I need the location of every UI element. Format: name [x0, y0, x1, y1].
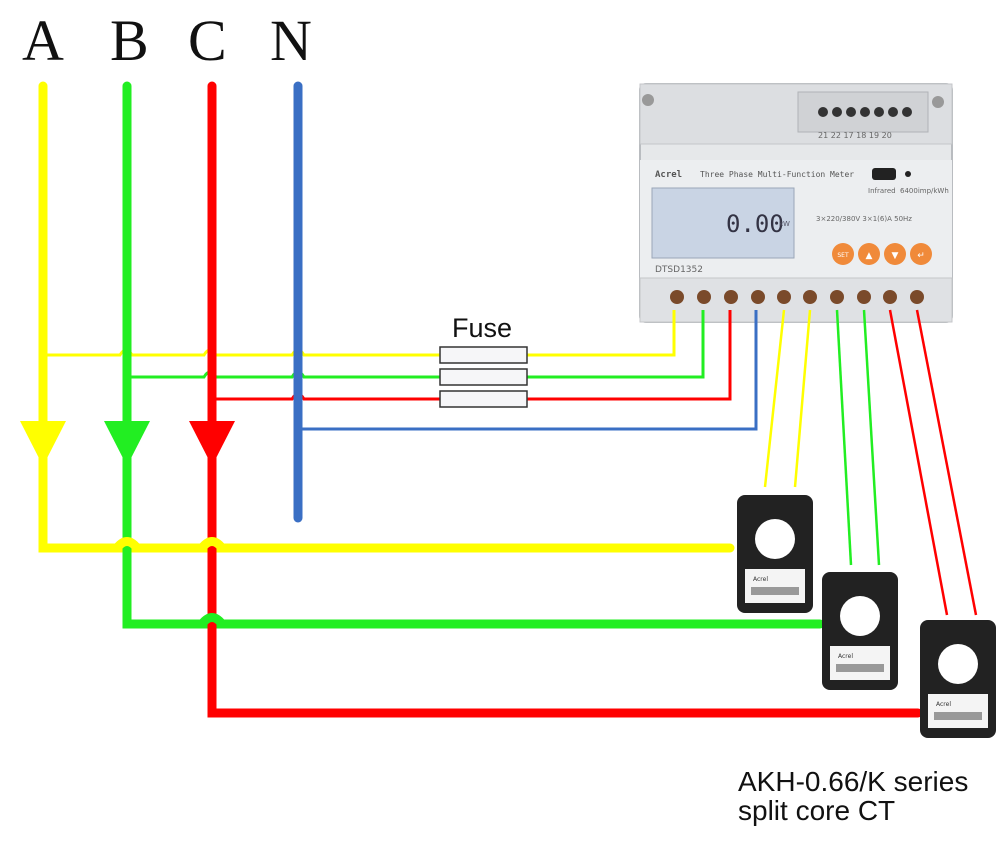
lcd-value: 0.00: [726, 210, 784, 238]
flow-arrows: [20, 421, 235, 466]
fuse-a: [439, 346, 528, 364]
meter-buttons: SET ▲ ▼ ↵: [832, 243, 932, 265]
lcd-display: [651, 187, 795, 259]
ct-secondary-wires: [763, 309, 978, 616]
top-terminal-numbers: 21 22 17 18 19 20: [818, 131, 892, 140]
meter-brand: Acrel: [655, 170, 682, 180]
arrow-down-icon: [189, 421, 235, 466]
ct-brand: Acrel: [936, 701, 951, 708]
arrow-down-icon: [20, 421, 66, 466]
ct-a: Acrel: [737, 495, 813, 613]
lcd-unit: kW: [779, 220, 790, 228]
set-button[interactable]: [832, 243, 854, 265]
set-button-label: SET: [837, 252, 849, 259]
mount-screw-icon: [932, 96, 944, 108]
fuses: [439, 346, 528, 408]
up-button[interactable]: [858, 243, 880, 265]
phase-label-b: B: [110, 8, 149, 73]
crossover-bumps: [113, 537, 226, 627]
phase-label-a: A: [22, 8, 64, 73]
meter-rating: 3×220/380V 3×1(6)A 50Hz: [816, 215, 912, 223]
busbars: [38, 81, 923, 718]
down-button[interactable]: [884, 243, 906, 265]
bottom-terminal-screws: [670, 290, 924, 304]
up-arrow-icon: ▲: [866, 251, 873, 261]
phase-label-n: N: [270, 8, 312, 73]
voltage-wires: [43, 310, 758, 431]
mount-screw-icon: [642, 94, 654, 106]
ct-caption-line2: split core CT: [738, 795, 895, 826]
infrared-port-icon: [872, 168, 896, 180]
energy-meter: 21 22 17 18 19 20 Acrel Three Phase Mult…: [639, 83, 953, 323]
top-terminal-screws: [818, 107, 912, 117]
pulse-led-icon: [905, 171, 911, 177]
enter-button[interactable]: [910, 243, 932, 265]
fuse-b: [439, 368, 528, 386]
ct-c: Acrel: [920, 620, 996, 738]
meter-title: Three Phase Multi-Function Meter: [700, 170, 854, 179]
fuse-label: Fuse: [452, 313, 512, 343]
phase-label-c: C: [188, 8, 227, 73]
enter-arrow-icon: ↵: [917, 251, 925, 261]
arrow-down-icon: [104, 421, 150, 466]
meter-model: DTSD1352: [655, 265, 703, 275]
pulse-label: 6400imp/kWh: [900, 187, 949, 195]
ct-brand: Acrel: [753, 576, 768, 583]
down-arrow-icon: ▼: [892, 251, 899, 261]
ct-caption-line1: AKH-0.66/K series: [738, 766, 968, 797]
ct-b: Acrel: [822, 572, 898, 690]
infrared-label: Infrared: [868, 187, 896, 195]
ct-brand: Acrel: [838, 653, 853, 660]
fuse-c: [439, 390, 528, 408]
